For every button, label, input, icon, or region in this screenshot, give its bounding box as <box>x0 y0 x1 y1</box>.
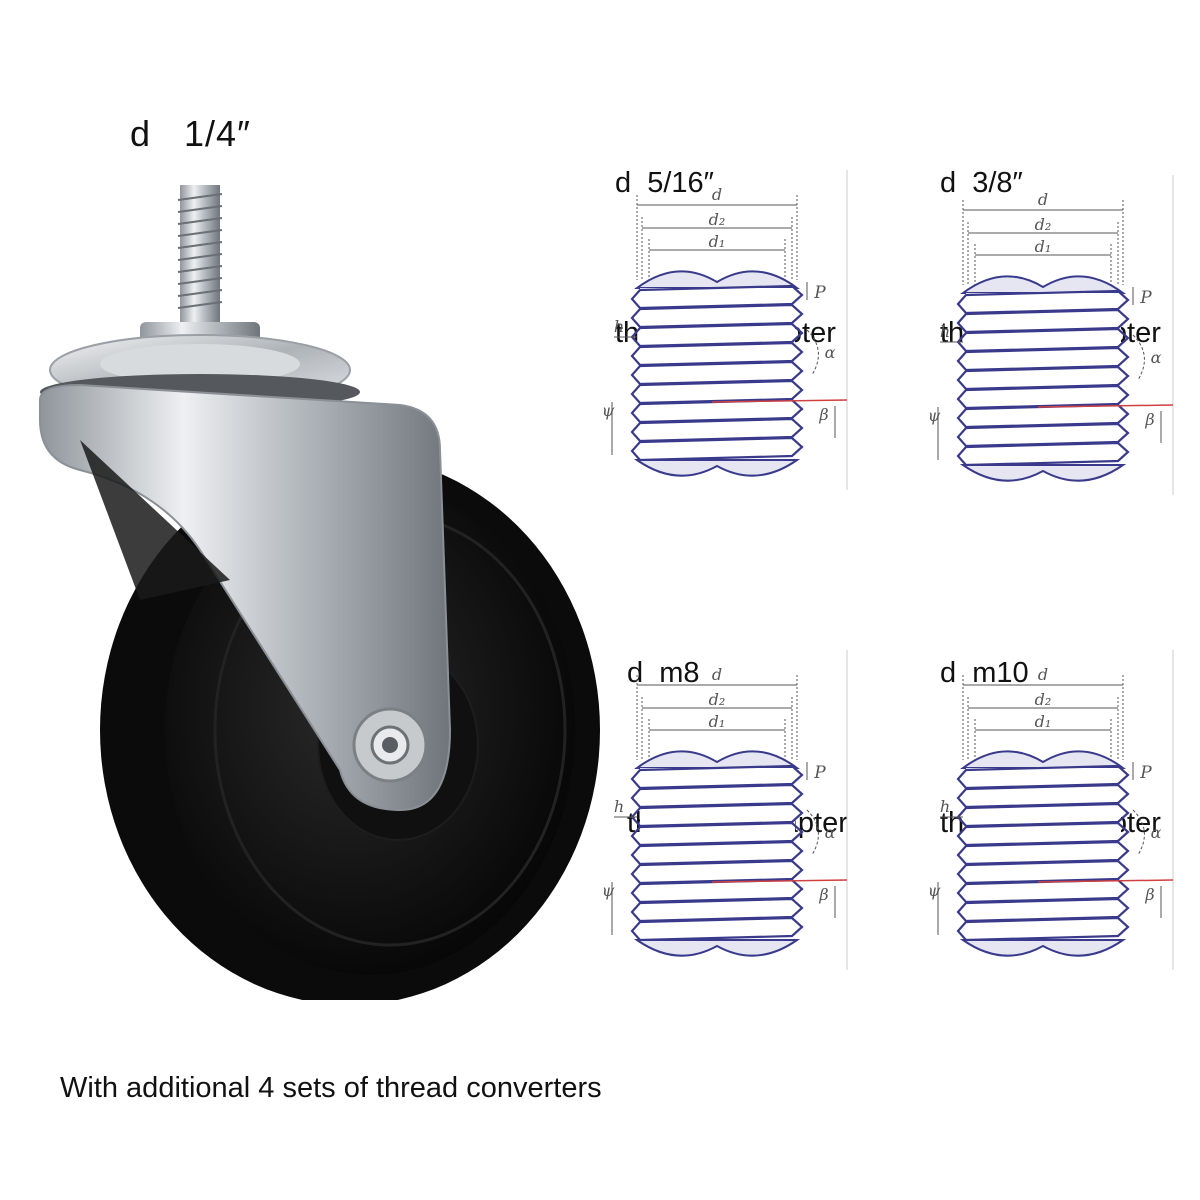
thread-body <box>956 764 1130 942</box>
label-h: h <box>940 797 950 816</box>
crest-top <box>959 275 1127 294</box>
threaded-stem <box>140 185 260 357</box>
thread-body <box>630 284 804 462</box>
reference-line <box>1037 879 1174 883</box>
label-h: h <box>614 797 624 816</box>
label-beta: β <box>818 885 828 904</box>
label-d2: d₂ <box>1035 215 1052 234</box>
crest-top <box>959 750 1127 769</box>
crest-bottom <box>633 939 801 957</box>
label-psi: ψ <box>928 881 941 900</box>
crest-bottom <box>959 939 1127 957</box>
label-d: d <box>1038 190 1048 209</box>
adapter-size: d 5/16″ <box>615 167 714 199</box>
adapter-size: d 3/8″ <box>940 167 1023 199</box>
label-psi: ψ <box>602 881 615 900</box>
label-alpha: α <box>1151 348 1162 367</box>
label-p: P <box>1139 763 1152 783</box>
label-d1: d₁ <box>709 232 726 251</box>
reference-line <box>711 399 848 403</box>
label-beta: β <box>1144 885 1154 904</box>
label-h: h <box>940 322 950 341</box>
stem-size-label: d 1/4″ <box>130 113 251 154</box>
label-psi: ψ <box>602 401 615 420</box>
label-d: d <box>712 665 722 684</box>
adapter-size: d m8 <box>627 657 700 689</box>
label-alpha: α <box>1151 823 1162 842</box>
axle-bolt <box>352 707 428 783</box>
label-p: P <box>813 763 826 783</box>
label-alpha: α <box>825 343 836 362</box>
crest-bottom <box>633 459 801 477</box>
reference-line <box>1037 404 1174 408</box>
label-h: h <box>614 317 624 336</box>
label-d1: d₁ <box>1035 237 1052 256</box>
thread-body <box>956 289 1130 467</box>
label-beta: β <box>1144 410 1154 429</box>
label-d2: d₂ <box>709 210 726 229</box>
label-psi: ψ <box>928 406 941 425</box>
label-d2: d₂ <box>709 690 726 709</box>
reference-line <box>711 879 848 883</box>
crest-top <box>633 270 801 289</box>
label-d: d <box>1038 665 1048 684</box>
label-p: P <box>1139 288 1152 308</box>
footer-note: With additional 4 sets of thread convert… <box>60 1072 602 1104</box>
crest-top <box>633 750 801 769</box>
label-alpha: α <box>825 823 836 842</box>
label-d2: d₂ <box>1035 690 1052 709</box>
label-beta: β <box>818 405 828 424</box>
adapter-size: d m10 <box>940 657 1029 689</box>
label-d1: d₁ <box>1035 712 1052 731</box>
label-d1: d₁ <box>709 712 726 731</box>
label-p: P <box>813 283 826 303</box>
label-d: d <box>712 185 722 204</box>
thread-body <box>630 764 804 942</box>
caster-wheel-image <box>20 170 600 1005</box>
crest-bottom <box>959 464 1127 482</box>
